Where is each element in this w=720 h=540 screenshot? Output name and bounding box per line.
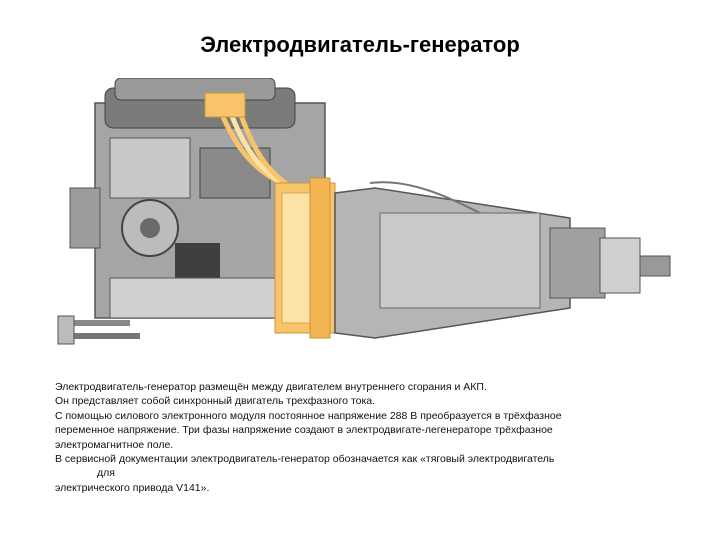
transmission [334, 181, 671, 339]
motor-generator-highlight [274, 177, 336, 339]
paragraph-service-3: электрического привода V141». [55, 481, 210, 494]
engine-generator-illustration [57, 78, 671, 345]
paragraph-service-1: В сервисной документации электродвигател… [55, 453, 555, 466]
description-text: Электродвигатель-генератор размещён межд… [55, 380, 695, 495]
exhaust-pipes [57, 315, 140, 345]
paragraph-location: Электродвигатель-генератор размещён межд… [55, 381, 487, 393]
paragraph-type: Он представляет собой синхронный двигате… [55, 395, 376, 408]
paragraph-voltage-1: С помощью силового электронного модуля п… [55, 409, 562, 422]
paragraph-voltage-2: переменное напряжение. Три фазы напряжен… [55, 424, 553, 437]
paragraph-service-2: для [97, 467, 115, 480]
paragraph-voltage-3: электромагнитное поле. [55, 438, 174, 451]
slide-title: Электродвигатель-генератор [200, 32, 520, 57]
